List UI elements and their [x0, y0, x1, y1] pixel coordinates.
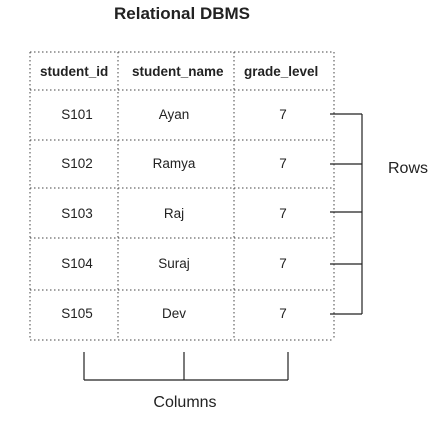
cell-student-name: Ayan: [158, 107, 190, 122]
header-grade-level: grade_level: [244, 64, 319, 79]
rows-bracket: [330, 113, 363, 315]
cell-student-name: Dev: [161, 306, 186, 321]
cell-student-name: Ramya: [152, 156, 196, 171]
cell-grade-level: 7: [279, 306, 287, 321]
cell-student-id: S102: [61, 156, 93, 171]
table-dotted-grid: [29, 51, 335, 341]
cell-student-id: S101: [61, 107, 93, 122]
cell-grade-level: 7: [279, 156, 287, 171]
cell-grade-level: 7: [279, 256, 287, 271]
header-student-id: student_id: [40, 64, 109, 79]
cell-student-id: S104: [61, 256, 93, 271]
columns-label: Columns: [153, 394, 217, 411]
cell-grade-level: 7: [279, 206, 287, 221]
cell-student-name: Raj: [163, 206, 185, 221]
diagram-title: Relational DBMS: [113, 4, 251, 23]
cell-student-id: S103: [61, 206, 93, 221]
header-student-name: student_name: [132, 64, 224, 79]
cell-student-id: S105: [61, 306, 93, 321]
cell-grade-level: 7: [279, 107, 287, 122]
columns-bracket: [83, 352, 289, 381]
rows-label: Rows: [388, 160, 429, 177]
cell-student-name: Suraj: [158, 256, 190, 271]
